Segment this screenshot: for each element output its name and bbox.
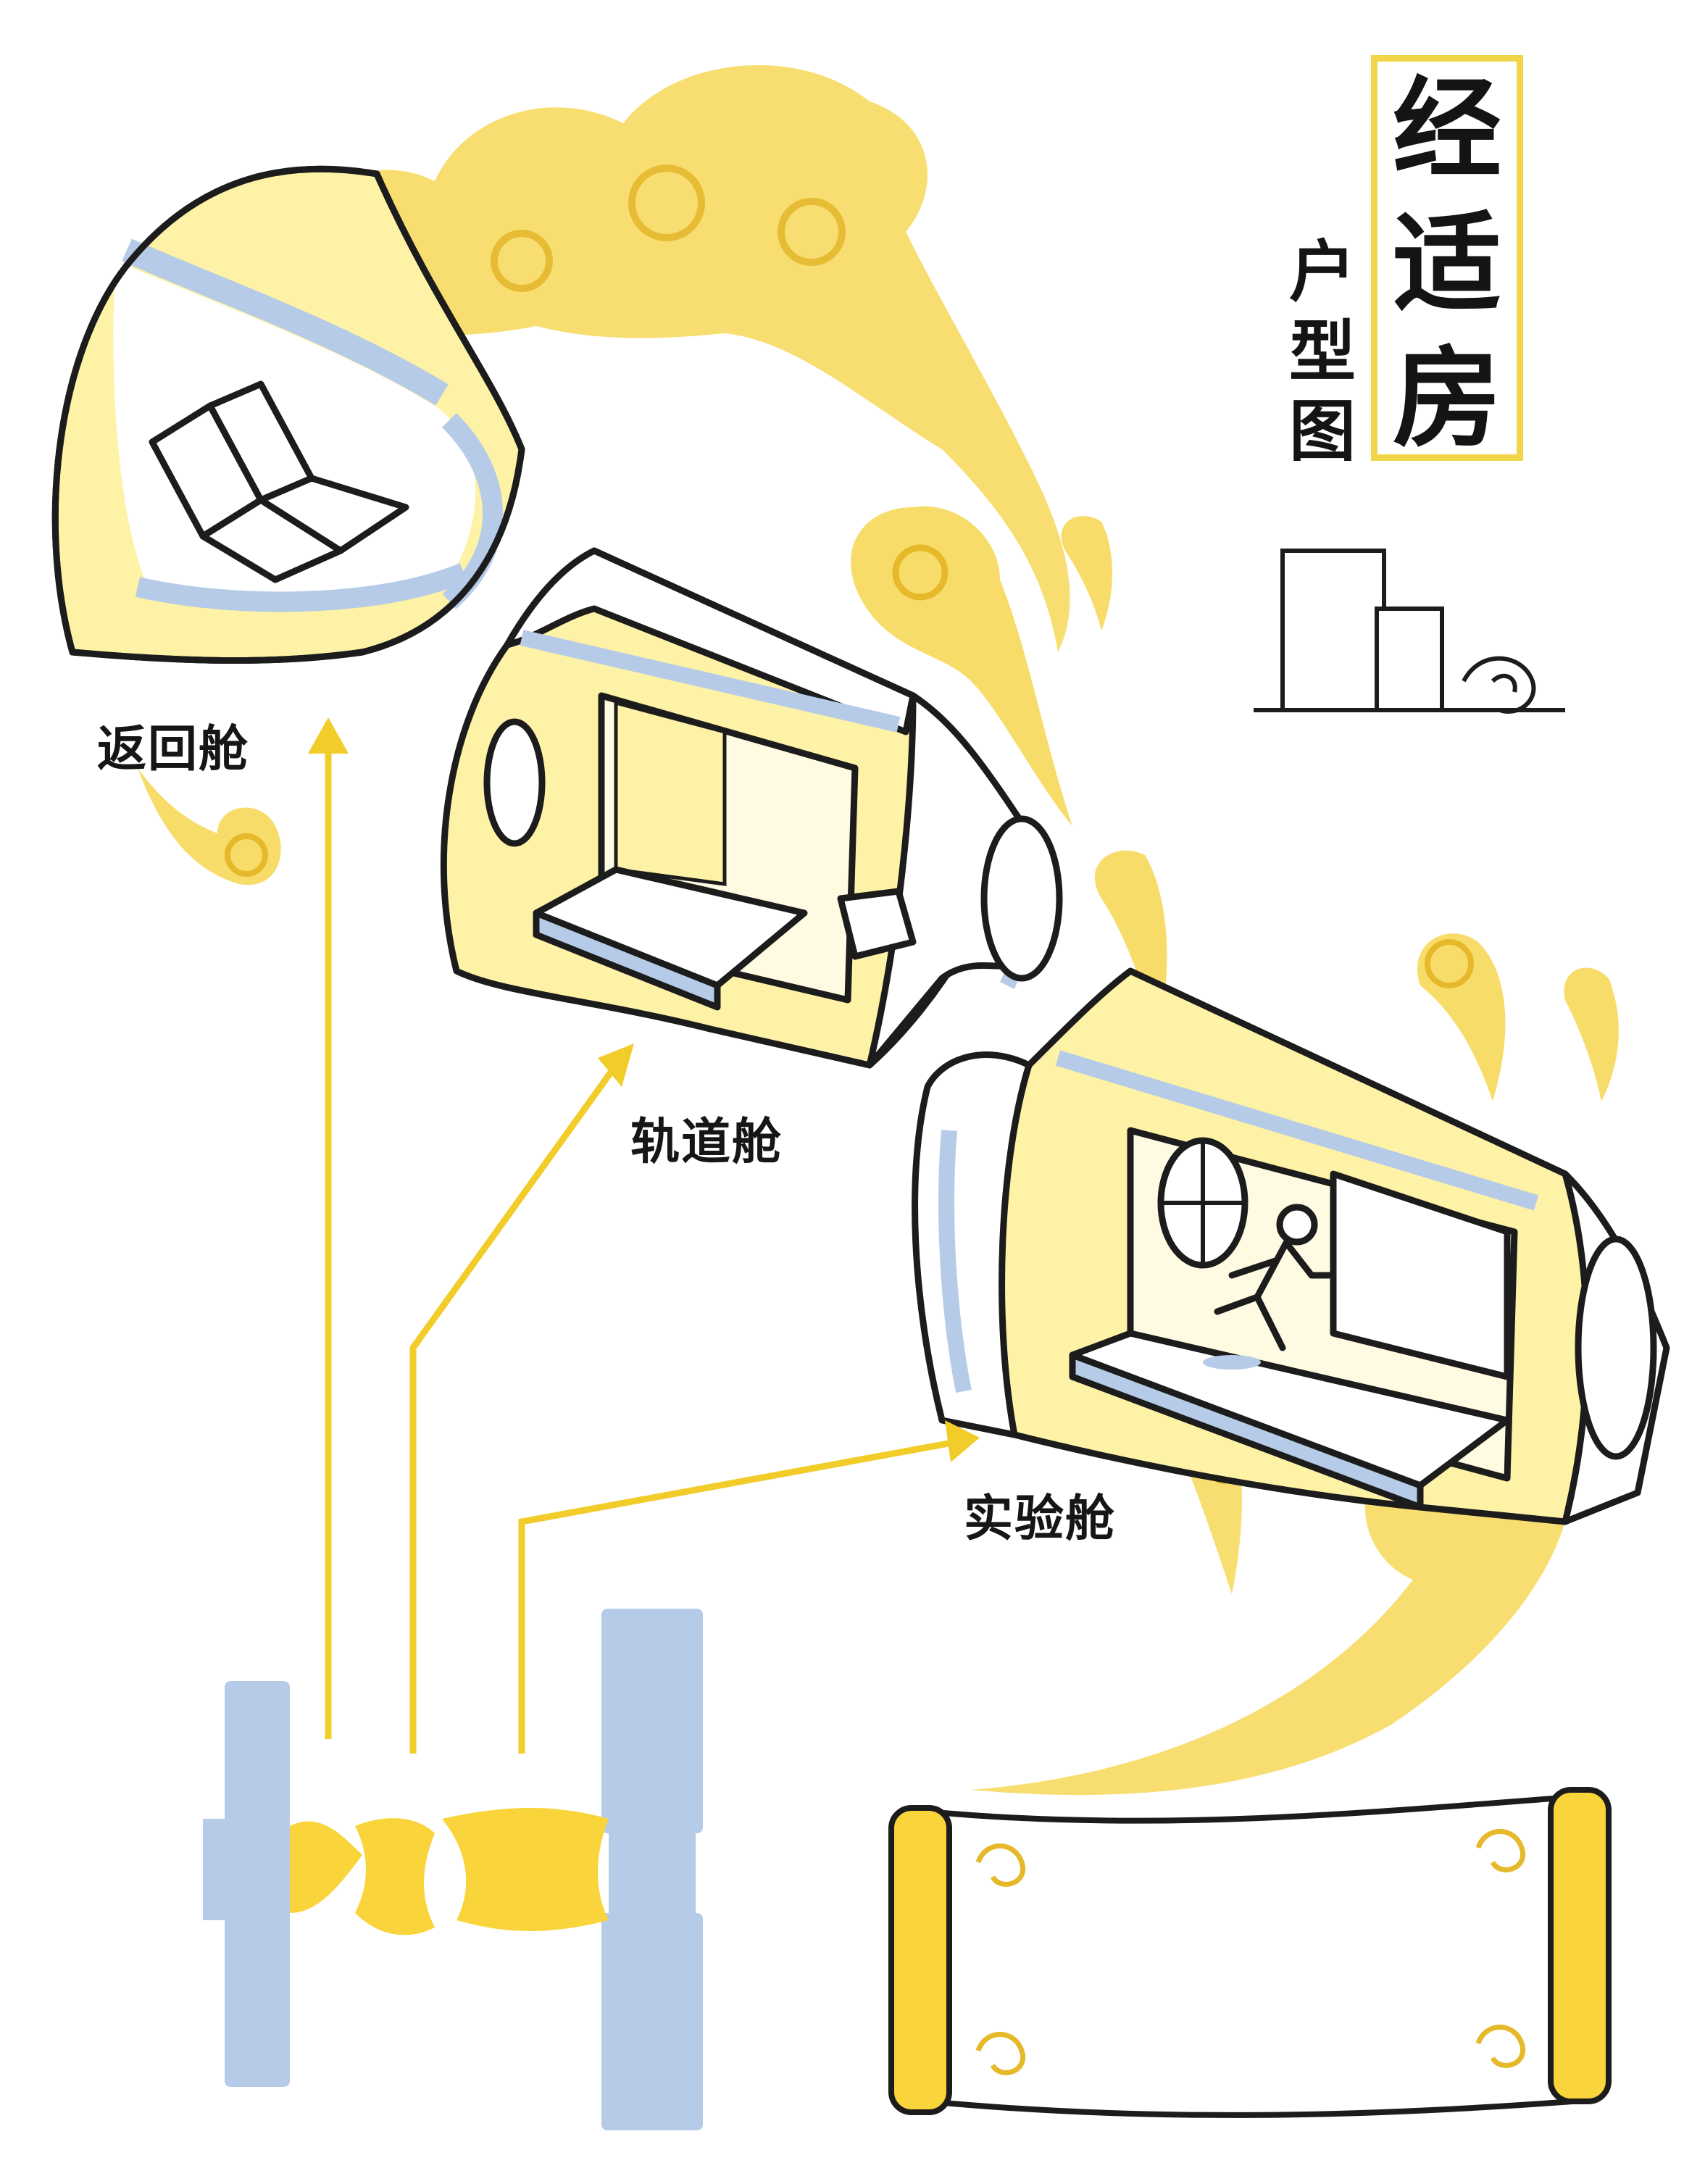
scroll-banner — [888, 1787, 1612, 2118]
arrow-heads — [308, 717, 980, 1462]
subtitle-char-3: 图 — [1288, 392, 1356, 470]
return-capsule-illustration — [51, 165, 525, 664]
subtitle-char-1: 户 — [1288, 233, 1356, 311]
left-cloud — [138, 768, 281, 885]
label-orbital-module: 轨道舱 — [630, 1114, 783, 1171]
mid-cloud — [851, 506, 1112, 826]
lab-module-illustration — [912, 967, 1670, 1525]
building-icon — [1254, 549, 1565, 714]
right-clouds — [1094, 850, 1619, 1101]
title-char-3: 房 — [1392, 335, 1501, 462]
subtitle-char-2: 型 — [1288, 312, 1356, 391]
title-char-1: 经 — [1392, 65, 1501, 193]
label-lab-module: 实验舱 — [964, 1491, 1117, 1548]
title-frame: 经 适 房 — [1371, 55, 1523, 462]
label-return-capsule: 返回舱 — [97, 721, 250, 778]
pointer-arrows — [325, 739, 957, 1754]
space-station-schematic — [203, 1609, 703, 2130]
title-char-2: 适 — [1392, 200, 1501, 328]
orbital-module-illustration — [440, 547, 1063, 1069]
